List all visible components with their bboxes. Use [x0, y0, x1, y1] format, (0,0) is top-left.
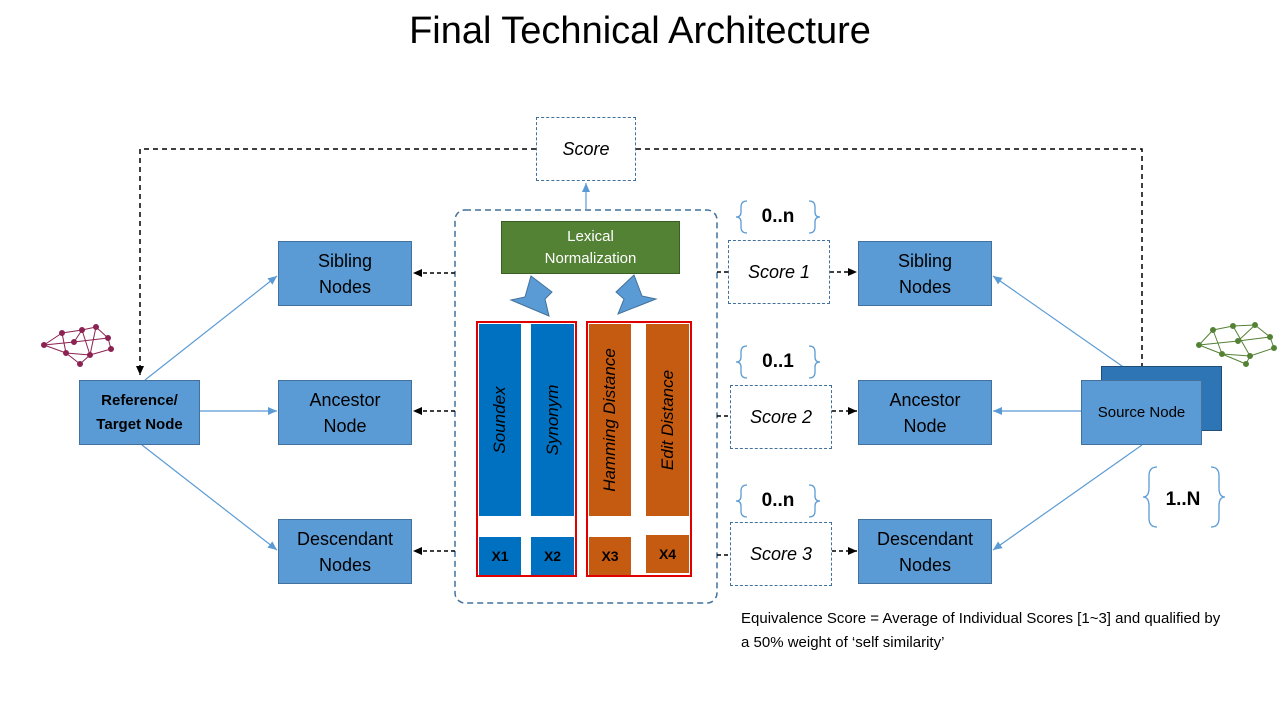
x4-label: X4 [658, 546, 677, 562]
score-3-box: Score 3 [730, 522, 832, 586]
edit-distance-algorithm: Edit Distance [646, 324, 689, 516]
left-ancestor-node: Ancestor Node [278, 380, 412, 445]
left-ancestor-node-label: Ancestor Node [309, 389, 381, 436]
score-1-box: Score 1 [728, 240, 830, 304]
source-node-label: Source Node [1097, 403, 1186, 421]
score-output-label: Score [562, 138, 610, 159]
x1-output: X1 [479, 537, 521, 575]
score-flow-arrows [717, 268, 857, 556]
soundex-label: Soundex [490, 386, 509, 454]
left-descendant-nodes: Descendant Nodes [278, 519, 412, 584]
right-descendant-nodes-label: Descendant Nodes [876, 528, 974, 575]
reference-target-node-label: Reference/ Target Node [96, 391, 183, 433]
soundex-algorithm: Soundex [479, 324, 521, 516]
range-label-source: 1..N [1165, 489, 1201, 510]
left-sibling-nodes-label: Sibling Nodes [317, 250, 373, 297]
page-title: Final Technical Architecture [409, 10, 871, 52]
score-1-label: Score 1 [747, 261, 811, 282]
right-ancestor-node: Ancestor Node [858, 380, 992, 445]
right-sibling-nodes-label: Sibling Nodes [897, 250, 953, 297]
source-connectors [992, 275, 1143, 551]
x4-output: X4 [646, 535, 689, 573]
edit-distance-label: Edit Distance [657, 369, 677, 471]
lexical-normalization-box: Lexical Normalization [501, 221, 680, 274]
right-descendant-nodes: Descendant Nodes [858, 519, 992, 584]
network-graph-icon-left [41, 324, 114, 367]
network-graph-icon-right [1196, 322, 1277, 367]
score-2-box: Score 2 [730, 385, 832, 449]
range-braces [735, 200, 1226, 528]
hamming-distance-label: Hamming Distance [600, 348, 619, 492]
left-descendant-nodes-label: Descendant Nodes [296, 528, 394, 575]
score-3-label: Score 3 [749, 543, 813, 564]
source-node: Source Node [1081, 380, 1202, 445]
lexical-normalization-label: Lexical Normalization [544, 227, 637, 267]
group-to-left-arrows [413, 269, 455, 555]
right-sibling-nodes: Sibling Nodes [858, 241, 992, 306]
lexical-split-arrows [509, 274, 658, 317]
x3-label: X3 [601, 548, 619, 564]
range-label-score-3: 0..n [761, 490, 795, 511]
range-label-score-2: 0..1 [762, 351, 794, 372]
synonym-label: Synonym [542, 384, 562, 456]
range-label-score-1: 0..n [761, 206, 795, 227]
hamming-distance-algorithm: Hamming Distance [589, 324, 631, 516]
x2-label: X2 [543, 548, 562, 564]
score-output-box: Score [536, 117, 636, 181]
x2-output: X2 [531, 537, 574, 575]
equivalence-score-note: Equivalence Score = Average of Individua… [741, 610, 1221, 651]
right-ancestor-node-label: Ancestor Node [889, 389, 961, 436]
synonym-algorithm: Synonym [531, 324, 574, 516]
x3-output: X3 [589, 537, 631, 575]
score-feedback-connector [136, 148, 1146, 378]
score-2-label: Score 2 [749, 406, 813, 427]
left-sibling-nodes: Sibling Nodes [278, 241, 412, 306]
x1-label: X1 [491, 548, 509, 564]
reference-target-node: Reference/ Target Node [79, 380, 200, 445]
processing-group-border [454, 209, 718, 604]
reference-connectors [141, 275, 278, 551]
